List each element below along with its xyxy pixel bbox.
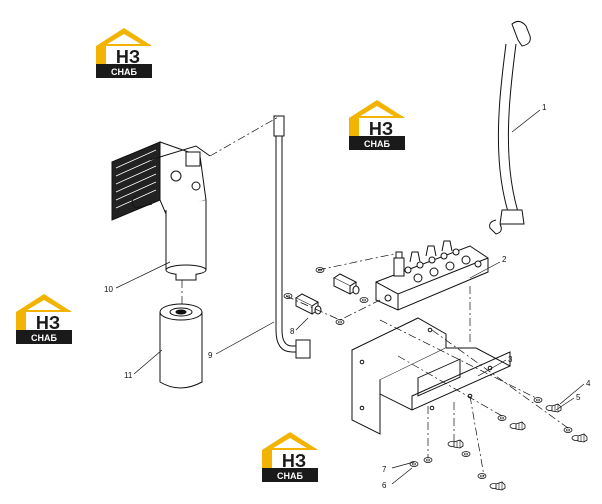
part-10-filter-assembly <box>111 141 211 281</box>
callout-8: 8 <box>290 327 295 336</box>
callout-3: 3 <box>508 355 513 364</box>
callout-1: 1 <box>542 103 547 112</box>
svg-text:НЗ: НЗ <box>116 47 140 67</box>
part-11-filter-element <box>159 303 203 389</box>
svg-text:СНАБ: СНАБ <box>111 67 137 77</box>
assembly-center-lines <box>181 115 569 477</box>
svg-text:СНАБ: СНАБ <box>364 139 390 149</box>
callout-6: 6 <box>382 481 387 490</box>
callout-2: 2 <box>502 255 507 264</box>
part-2-valve-manifold <box>375 240 489 311</box>
callout-5: 5 <box>576 393 581 402</box>
svg-text:НЗ: НЗ <box>369 119 393 139</box>
callout-labels: 1 2 3 4 5 6 7 8 9 10 11 <box>104 103 591 490</box>
watermark-logo: НЗ СНАБ <box>16 294 72 344</box>
svg-text:СНАБ: СНАБ <box>31 333 57 343</box>
watermark-logo: НЗ СНАБ <box>96 28 152 78</box>
callout-4: 4 <box>586 379 591 388</box>
watermark-logo: НЗ СНАБ <box>262 432 318 482</box>
callout-10: 10 <box>104 285 113 294</box>
part-9-tube <box>273 115 311 359</box>
part-3-bracket <box>351 317 512 435</box>
callout-11: 11 <box>124 371 133 380</box>
part-1-hose <box>489 20 531 235</box>
svg-text:НЗ: НЗ <box>282 451 306 471</box>
callout-7: 7 <box>382 465 387 474</box>
svg-text:СНАБ: СНАБ <box>277 471 303 481</box>
callout-leader-lines <box>115 109 585 485</box>
watermark-logo: НЗ СНАБ <box>349 100 405 150</box>
callout-9: 9 <box>208 351 213 360</box>
part-8-fittings <box>295 273 360 315</box>
svg-text:НЗ: НЗ <box>36 313 60 333</box>
